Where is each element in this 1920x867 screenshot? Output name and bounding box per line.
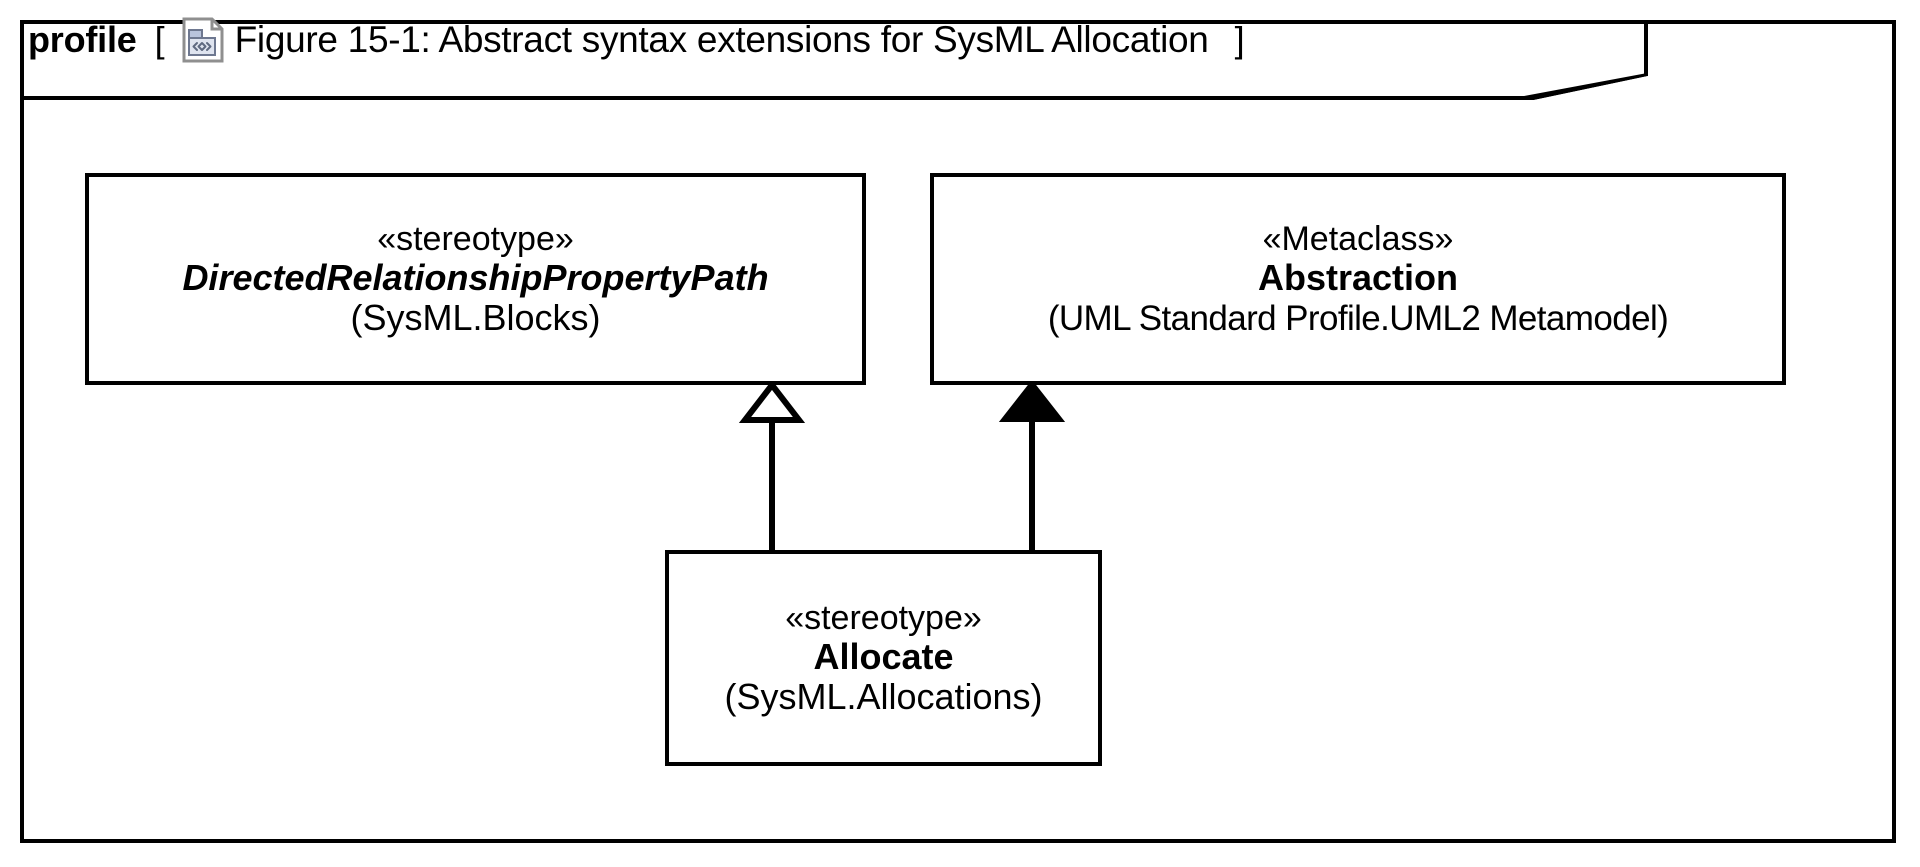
classifier-package: (SysML.Blocks) (350, 297, 601, 339)
diagram-header-tab (20, 20, 1648, 100)
classifier-box-abstraction[interactable]: «Metaclass» Abstraction (UML Standard Pr… (930, 173, 1786, 385)
stereotype-label: «stereotype» (377, 219, 574, 258)
classifier-name: DirectedRelationshipPropertyPath (182, 256, 769, 298)
bracket-open: [ (154, 19, 165, 60)
classifier-box-directed-relationship-property-path[interactable]: «stereotype» DirectedRelationshipPropert… (85, 173, 866, 385)
diagram-kind-label: profile (28, 19, 137, 60)
profile-document-icon (182, 17, 224, 63)
diagram-header-content: profile [ Figure 15-1: Abstract syntax e… (0, 0, 1245, 80)
stereotype-label: «stereotype» (785, 598, 982, 637)
diagram-header-tab-fill (24, 24, 1644, 96)
classifier-name: Abstraction (1257, 257, 1459, 299)
classifier-package: (SysML.Allocations) (724, 676, 1043, 718)
bracket-close: ] (1234, 19, 1245, 60)
stereotype-label: «Metaclass» (1262, 220, 1454, 259)
classifier-package: (UML Standard Profile.UML2 Metamodel) (1047, 298, 1669, 338)
classifier-name: Allocate (813, 635, 954, 677)
diagram-title: Figure 15-1: Abstract syntax extensions … (234, 19, 1209, 60)
classifier-box-allocate[interactable]: «stereotype» Allocate (SysML.Allocations… (665, 550, 1102, 766)
